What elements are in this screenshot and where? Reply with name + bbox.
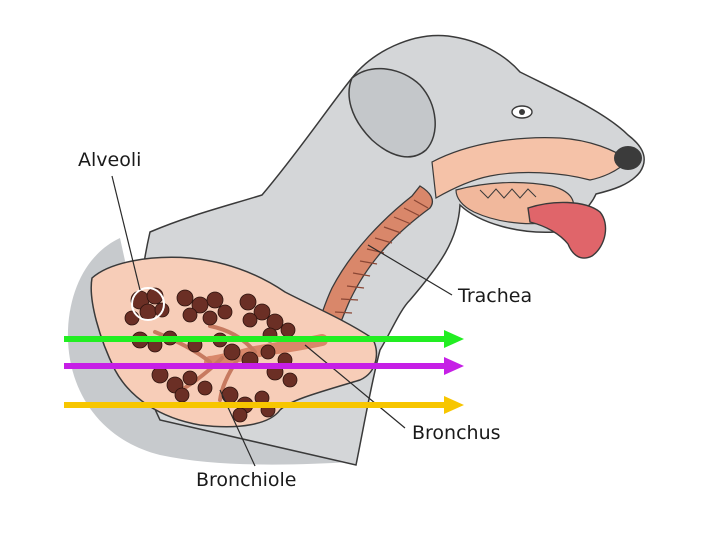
dog-ear	[348, 67, 436, 158]
dog-pupil	[519, 109, 525, 115]
green-arrow	[64, 330, 464, 348]
label-bronchiole: Bronchiole	[196, 469, 297, 491]
label-trachea: Trachea	[458, 285, 533, 307]
dog-tongue	[527, 201, 607, 259]
teeth	[479, 188, 537, 199]
label-bronchus: Bronchus	[412, 422, 501, 444]
nasal-cavity	[431, 137, 629, 199]
purple-arrow	[64, 357, 464, 375]
dog-nose	[614, 146, 642, 170]
yellow-arrow	[64, 396, 464, 414]
label-alveoli: Alveoli	[78, 149, 142, 171]
alveoli-highlight-ring	[131, 287, 165, 321]
